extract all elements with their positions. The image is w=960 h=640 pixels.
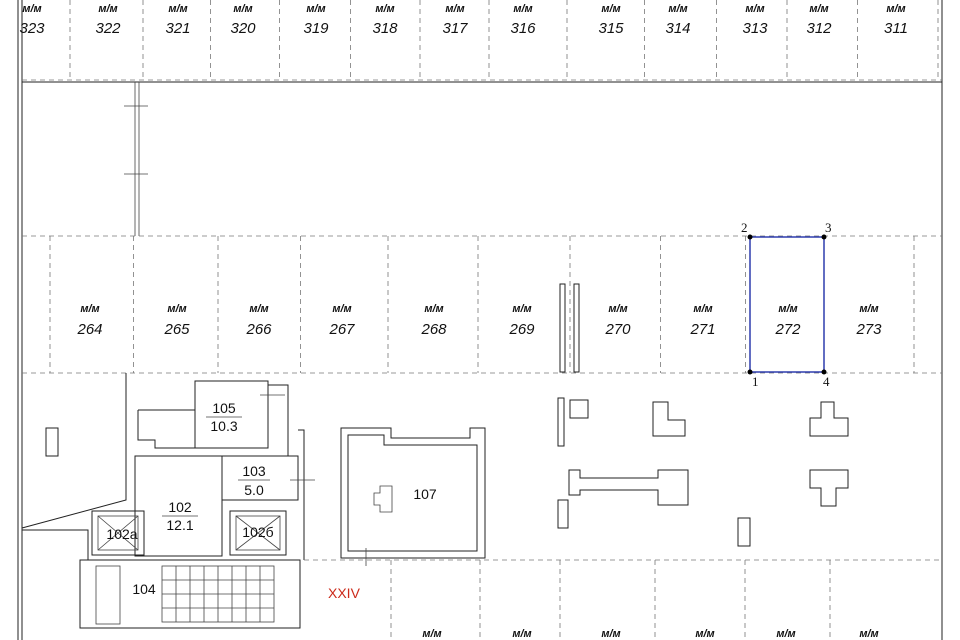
spot-number-320: 320 bbox=[230, 20, 256, 37]
room-103-box bbox=[221, 455, 299, 501]
spot-number-318: 318 bbox=[372, 20, 398, 37]
spot-prefix-label: м/м bbox=[375, 3, 394, 15]
spot-number-313: 313 bbox=[742, 20, 768, 37]
corner-label-1: 1 bbox=[752, 374, 759, 389]
spot-prefix-label: м/м bbox=[167, 303, 186, 315]
room-102-box bbox=[134, 455, 223, 557]
room-103-id: 103 bbox=[242, 463, 266, 479]
spot-prefix-label: м/м bbox=[249, 303, 268, 315]
room-107-id: 107 bbox=[413, 486, 437, 502]
spot-prefix-label: м/м bbox=[601, 628, 620, 640]
corner-point-1 bbox=[747, 369, 753, 375]
spot-prefix-label: м/м bbox=[233, 3, 252, 15]
spot-number-268: 268 bbox=[420, 321, 447, 338]
spot-number-311: 311 bbox=[884, 20, 908, 37]
spot-prefix-label: м/м bbox=[776, 628, 795, 640]
spot-prefix-label: м/м bbox=[422, 628, 441, 640]
spot-prefix-label: м/м bbox=[424, 303, 443, 315]
spot-prefix-label: м/м bbox=[778, 303, 797, 315]
spot-prefix-label: м/м bbox=[693, 303, 712, 315]
columns bbox=[45, 283, 849, 547]
top-parking-row bbox=[22, 79, 942, 83]
spot-number-319: 319 bbox=[303, 20, 329, 37]
room-102a-id: 102а bbox=[106, 526, 137, 542]
spot-prefix-label: м/м bbox=[513, 3, 532, 15]
room-103-area: 5.0 bbox=[244, 482, 264, 498]
spot-number-272: 272 bbox=[774, 321, 801, 338]
spot-number-269: 269 bbox=[508, 321, 535, 338]
spot-number-322: 322 bbox=[95, 20, 121, 37]
corner-point-2 bbox=[747, 234, 753, 240]
room-104-box bbox=[79, 559, 301, 629]
spot-number-264: 264 bbox=[76, 321, 102, 338]
room-labels: 105 10.3 103 5.0 102 12.1 102а 102б 104 … bbox=[106, 400, 436, 597]
corner-markers: 2 3 1 4 bbox=[741, 220, 832, 389]
corner-point-3 bbox=[821, 234, 827, 240]
room-102-id: 102 bbox=[168, 499, 192, 515]
spot-prefix-label: м/м bbox=[306, 3, 325, 15]
middle-parking-row bbox=[22, 235, 942, 374]
spot-prefix-label: м/м bbox=[608, 303, 627, 315]
spot-number-321: 321 bbox=[165, 20, 190, 37]
room-107-block bbox=[340, 427, 486, 566]
spot-prefix-label: м/м bbox=[695, 628, 714, 640]
corner-label-3: 3 bbox=[825, 220, 832, 235]
room-104-id: 104 bbox=[132, 581, 156, 597]
spot-prefix-label: м/м bbox=[332, 303, 351, 315]
room-102a-box bbox=[91, 510, 145, 556]
spot-number-265: 265 bbox=[163, 321, 190, 338]
room-102b-box bbox=[229, 510, 287, 556]
spot-number-271: 271 bbox=[689, 321, 715, 338]
spot-prefix-label: м/м bbox=[168, 3, 187, 15]
corner-label-2: 2 bbox=[741, 220, 748, 235]
spot-prefix-label: м/м bbox=[80, 303, 99, 315]
spot-prefix-label: м/м bbox=[22, 3, 41, 15]
spot-prefix-label: м/м bbox=[668, 3, 687, 15]
spot-number-270: 270 bbox=[604, 321, 631, 338]
spot-prefix-label: м/м bbox=[512, 303, 531, 315]
room-105-id: 105 bbox=[212, 400, 236, 416]
highlighted-spot-outline bbox=[749, 236, 825, 373]
spot-number-267: 267 bbox=[328, 321, 355, 338]
spot-number-317: 317 bbox=[442, 20, 468, 37]
spot-prefix-label: м/м bbox=[809, 3, 828, 15]
spot-number-266: 266 bbox=[245, 321, 272, 338]
corner-label-4: 4 bbox=[823, 374, 830, 389]
spot-prefix-label: м/м bbox=[98, 3, 117, 15]
axis-label: XXIV bbox=[328, 585, 361, 601]
spot-prefix-label: м/м bbox=[859, 303, 878, 315]
spot-prefix-label: м/м bbox=[601, 3, 620, 15]
spot-prefix-label: м/м bbox=[886, 3, 905, 15]
spot-number-314: 314 bbox=[665, 20, 690, 37]
spot-number-315: 315 bbox=[598, 20, 624, 37]
spot-number-323: 323 bbox=[19, 20, 45, 37]
room-105-box bbox=[194, 380, 269, 449]
room-105-area: 10.3 bbox=[210, 418, 237, 434]
core-block bbox=[21, 373, 315, 629]
corner-point-4 bbox=[821, 369, 827, 375]
spot-number-312: 312 bbox=[806, 20, 832, 37]
spot-number-273: 273 bbox=[855, 321, 882, 338]
parking-spot-labels: м/м323м/м322м/м321м/м320м/м319м/м318м/м3… bbox=[19, 0, 939, 640]
room-102b-id: 102б bbox=[242, 524, 273, 540]
spot-prefix-label: м/м bbox=[859, 628, 878, 640]
spot-prefix-label: м/м bbox=[445, 3, 464, 15]
spot-prefix-label: м/м bbox=[512, 628, 531, 640]
spot-prefix-label: м/м bbox=[745, 3, 764, 15]
spot-number-316: 316 bbox=[510, 20, 536, 37]
room-102-area: 12.1 bbox=[166, 517, 193, 533]
